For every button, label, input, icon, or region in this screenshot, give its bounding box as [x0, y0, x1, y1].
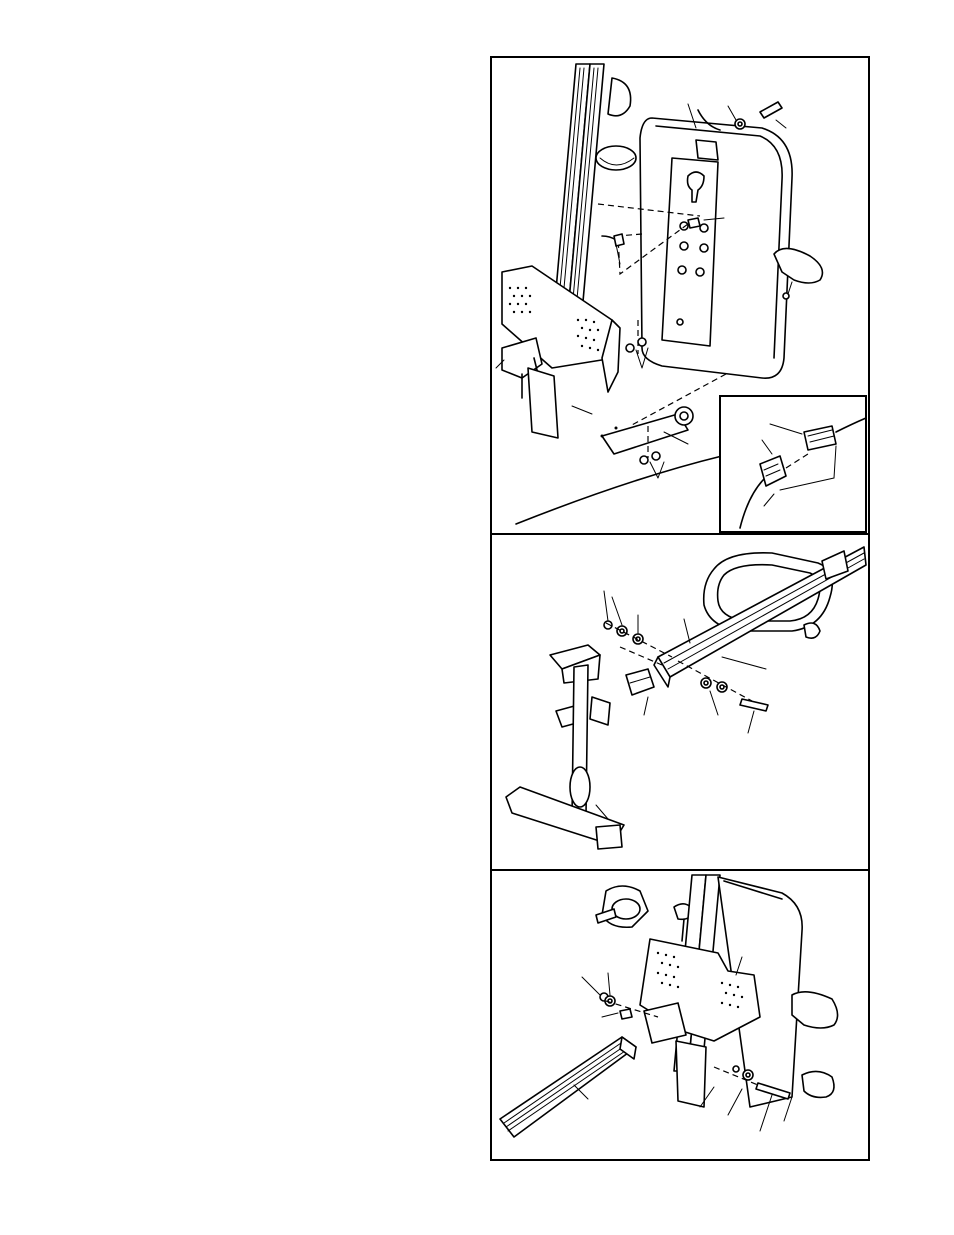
panel-rail-attachment	[490, 869, 870, 1161]
monitor-attachment-drawing	[492, 58, 868, 533]
front-stabilizer-drawing	[492, 535, 868, 869]
main-rail	[500, 1037, 636, 1137]
panel-front-stabilizer-attachment	[490, 533, 870, 871]
rail-bracket	[626, 669, 654, 695]
pulley-assembly	[596, 886, 694, 941]
inset-wire-connector	[720, 396, 866, 532]
panel-monitor-attachment	[490, 56, 870, 535]
front-stabilizer	[506, 645, 624, 849]
monitor-housing	[640, 118, 822, 378]
rail-attachment-drawing	[492, 871, 868, 1159]
front-crossbar	[502, 266, 620, 438]
